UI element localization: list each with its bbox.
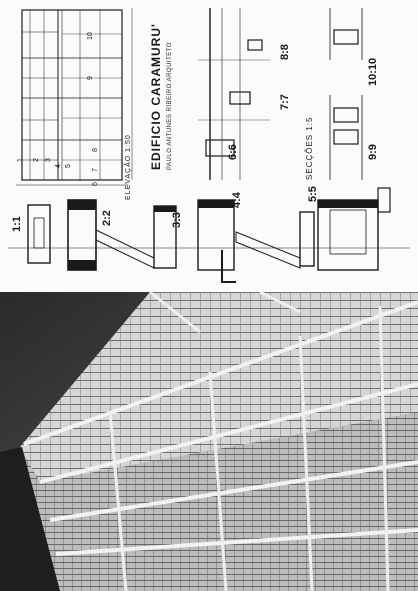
detail-label-5: 5:5 [307, 186, 319, 202]
building-title: EDIFICIO CARAMURU' [149, 23, 163, 170]
detail-label-4: 4:4 [231, 191, 243, 208]
elevation-mark: 3 [45, 158, 52, 162]
elevation-label: ELEVAÇÃO 1:50 [123, 134, 132, 200]
technical-drawings: 1 2 3 4 5 6 7 8 9 10 ELEVAÇÃO 1:50 EDIFI… [8, 8, 410, 283]
elevation-marks: 1 2 3 4 5 6 7 8 9 10 [17, 32, 99, 186]
details-fills [68, 200, 378, 270]
elevation-mark: 5 [65, 164, 72, 168]
section-label-10: 10:10 [367, 58, 379, 86]
details-band [8, 187, 410, 283]
elevation-drawing [16, 8, 133, 186]
elevation-mark: 8 [92, 148, 99, 152]
detail-label-1: 1:1 [11, 216, 23, 232]
photo-shadow [0, 447, 60, 591]
detail-label-3: 3:3 [171, 212, 183, 228]
sections-upper [198, 8, 363, 180]
detail-label-2: 2:2 [101, 210, 113, 226]
facade-floor-slabs [23, 300, 418, 556]
elevation-mark: 6 [92, 182, 99, 186]
facade-columns [108, 292, 390, 591]
elevation-mark: 7 [92, 168, 99, 172]
elevation-mark: 4 [55, 164, 62, 168]
architect-name: PAULO ANTUNES RIBEIRO ARQUITETO [167, 42, 173, 170]
section-label-8: 8:8 [279, 44, 291, 60]
section-label-9: 9:9 [367, 144, 379, 160]
elevation-mark: 9 [87, 76, 94, 80]
building-photograph [0, 292, 418, 591]
section-label-6: 6:6 [227, 144, 239, 160]
elevation-mark: 1 [17, 158, 24, 162]
elevation-mark: 10 [87, 32, 94, 40]
elevation-mark: 2 [33, 158, 40, 162]
section-label-7: 7:7 [279, 94, 291, 110]
sections-label: SECÇÕES 1:5 [305, 117, 314, 180]
